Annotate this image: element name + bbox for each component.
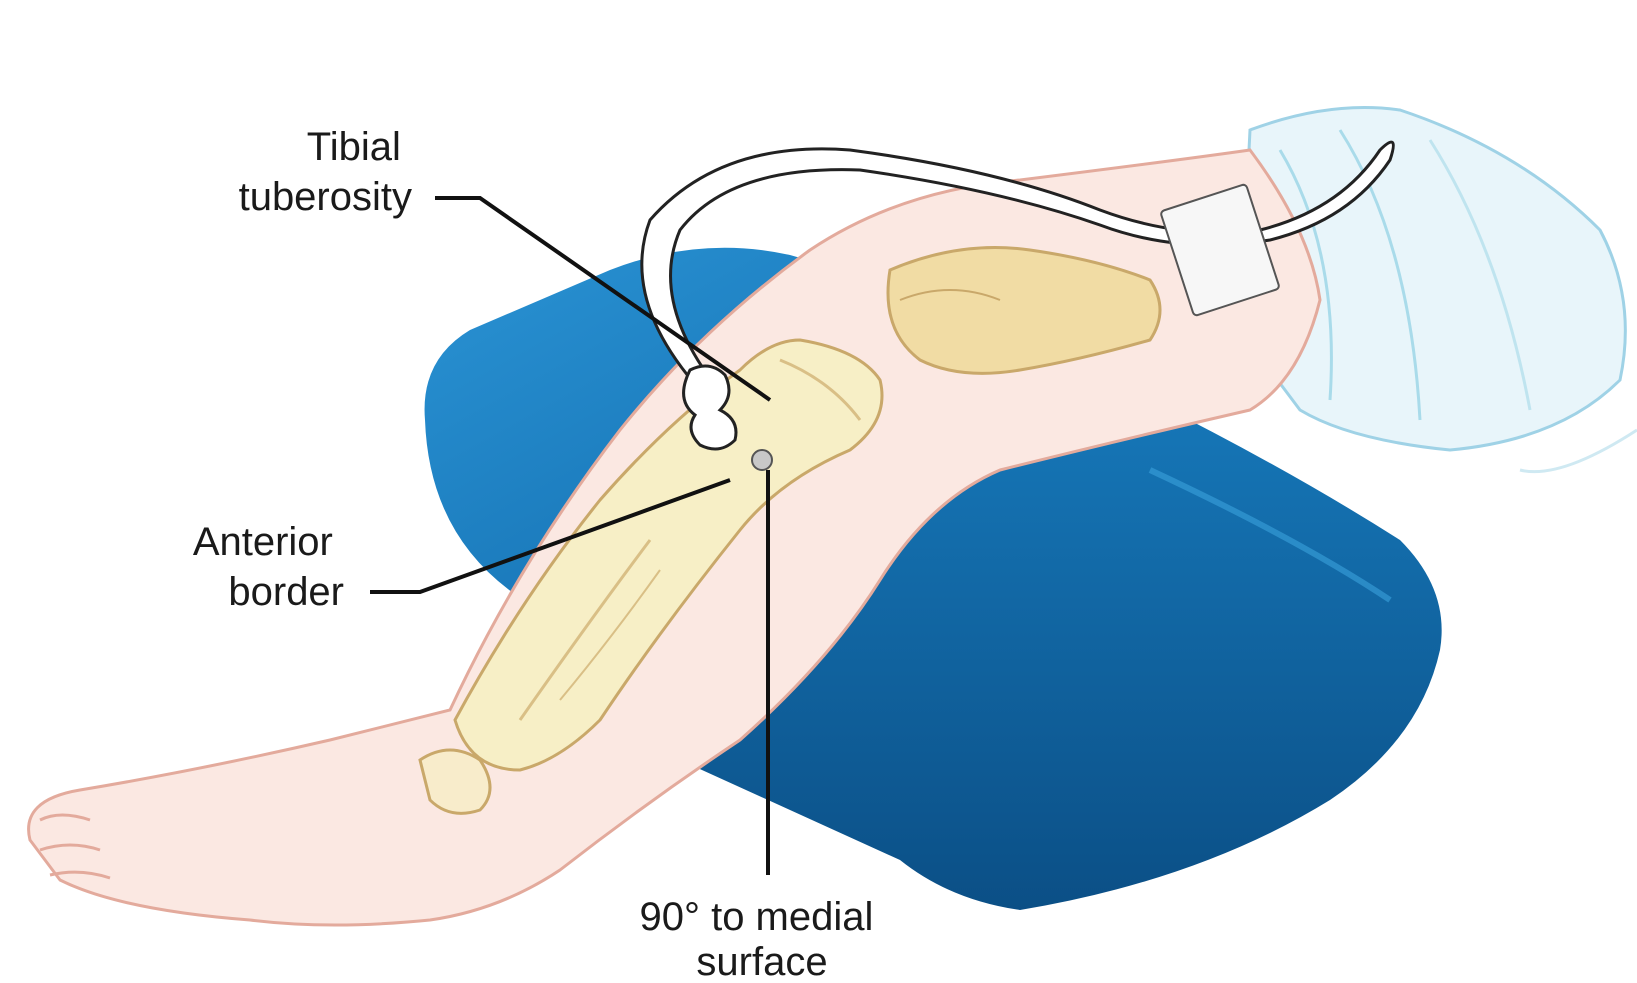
label-tibial-tuberosity: Tibial tuberosity (239, 125, 412, 219)
label-anterior-border: Anterior border (193, 520, 344, 614)
label-anterior-line1: Anterior (193, 520, 333, 564)
label-angle-note: 90° to medial surface (639, 895, 884, 983)
label-anterior-line2: border (228, 570, 344, 614)
label-angle-line2: surface (696, 940, 827, 983)
label-angle-line1: 90° to medial (639, 895, 873, 939)
label-tibial-line1: Tibial (307, 125, 401, 169)
label-tibial-line2: tuberosity (239, 175, 412, 219)
